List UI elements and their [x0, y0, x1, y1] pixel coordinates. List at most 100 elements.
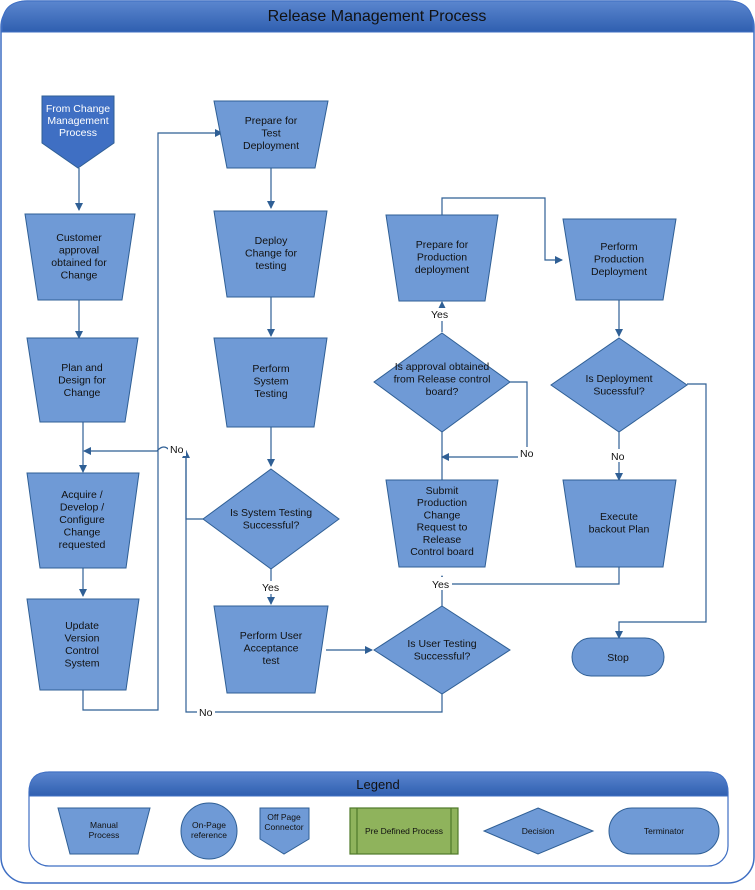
legend-decision-label: Decision: [522, 826, 555, 836]
label-line: Decision: [522, 826, 555, 836]
label-line: Process: [89, 830, 120, 840]
diagram-title: Release Management Process: [268, 8, 487, 25]
label-line: Design for: [58, 375, 106, 387]
label-line: Management: [47, 115, 108, 127]
legend-header: [28, 771, 729, 797]
label-line: Version: [64, 633, 99, 645]
label-line: Production: [417, 497, 467, 509]
label-line: Perform User: [240, 630, 303, 642]
legend-decision: Decision: [482, 807, 595, 855]
label-line: testing: [256, 260, 287, 272]
legend-terminator-label: Terminator: [644, 826, 684, 836]
label-line: Control: [65, 645, 99, 657]
label-line: Successful?: [243, 520, 300, 532]
label-line: On-Page: [192, 820, 226, 830]
label-no-deploy: No: [611, 451, 625, 463]
label-line: Prepare for: [416, 239, 469, 251]
legend-predefined-label: Pre Defined Process: [365, 826, 443, 836]
label-line: Change: [64, 387, 101, 399]
label-line: From Change: [46, 103, 110, 115]
label-line: System: [64, 658, 99, 670]
header-band: [1, 0, 754, 33]
label-line: Is System Testing: [230, 507, 312, 519]
label-line: Plan and: [61, 362, 103, 374]
connectors: [75, 129, 707, 713]
label-line: Change for: [245, 248, 297, 260]
label-line: test: [263, 655, 280, 667]
label-line: Deployment: [591, 266, 647, 278]
label-line: Change: [424, 509, 461, 521]
edge-approval-no-loop: [441, 381, 528, 461]
label-line: Process: [59, 127, 97, 139]
node-stop-label: Stop: [607, 652, 629, 664]
label-line: Perform: [600, 241, 638, 253]
edge-update-to-prepare-test: [82, 129, 223, 711]
label-line: backout Plan: [589, 524, 650, 536]
label-line: Is Deployment: [585, 373, 652, 385]
label-no-system: No: [170, 444, 184, 456]
legend-predefined-process: Pre Defined Process: [349, 807, 459, 855]
label-line: Is User Testing: [407, 638, 476, 650]
label-line: Control board: [410, 546, 474, 558]
label-line: Change: [61, 270, 98, 282]
label-line: Successful?: [414, 651, 471, 663]
label-line: Is approval obtained: [395, 361, 490, 373]
label-line: Production: [594, 254, 644, 266]
label-line: Customer: [56, 232, 102, 244]
edge-user-no-back: [182, 450, 443, 713]
label-line: Terminator: [644, 826, 684, 836]
label-line: Update: [65, 620, 99, 632]
label-line: Stop: [607, 652, 629, 664]
label-line: Release: [423, 534, 462, 546]
label-yes-system: Yes: [262, 582, 279, 594]
label-line: deployment: [415, 264, 469, 276]
label-line: Change: [64, 527, 101, 539]
label-line: Testing: [254, 388, 287, 400]
label-no-approval: No: [520, 448, 534, 460]
label-line: board?: [426, 386, 459, 398]
legend-terminator: Terminator: [608, 807, 720, 855]
label-line: Connector: [264, 822, 303, 832]
label-yes-user: Yes: [432, 579, 449, 591]
label-line: Manual: [90, 820, 118, 830]
label-line: Execute: [600, 511, 638, 523]
label-line: Acquire /: [61, 489, 103, 501]
label-line: Deployment: [243, 140, 299, 152]
label-line: Acceptance: [244, 643, 299, 655]
label-line: Test: [261, 128, 280, 140]
label-line: from Release control: [394, 374, 491, 386]
node-stop: Stop: [571, 637, 665, 677]
label-line: Pre Defined Process: [365, 826, 443, 836]
label-line: Production: [417, 252, 467, 264]
label-line: Sucessful?: [593, 386, 645, 398]
